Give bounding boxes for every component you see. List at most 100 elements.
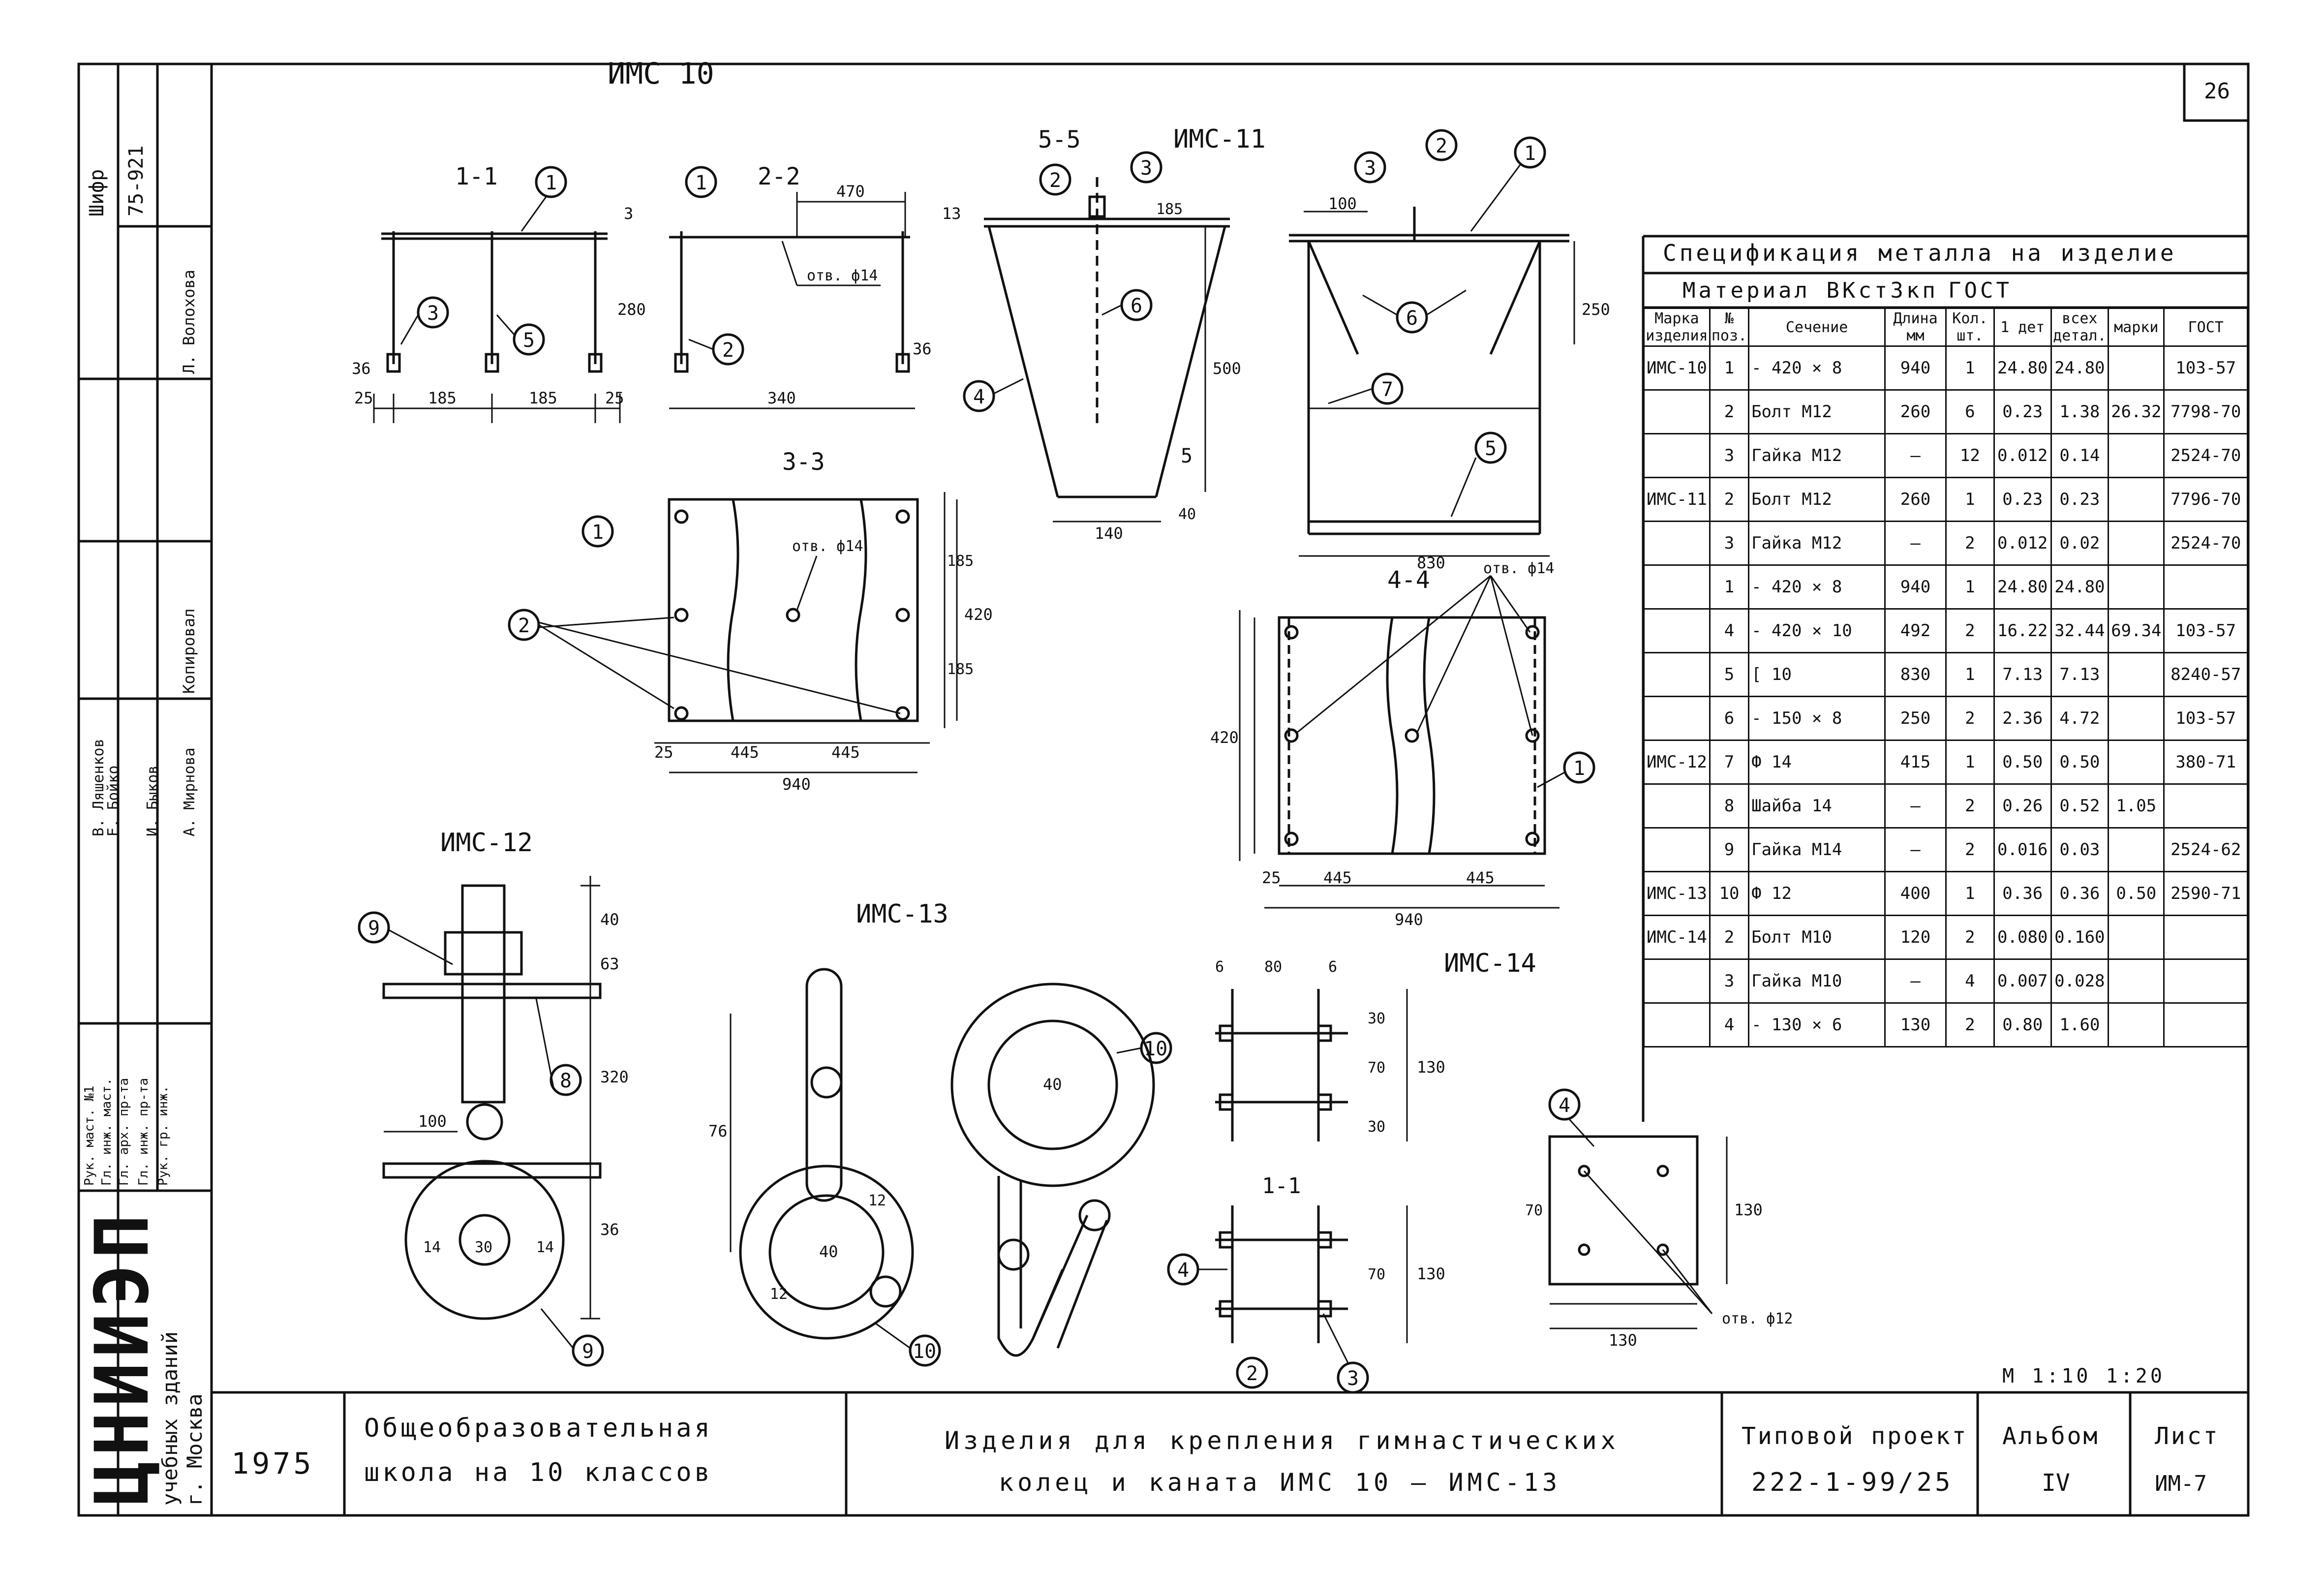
spec-cell-qty: 12: [1945, 433, 1995, 478]
spec-cell-gost: 7796-70: [2163, 477, 2248, 522]
org-logo: ЦНИИЭП: [80, 1209, 165, 1506]
spec-cell-mmark: [2108, 915, 2165, 960]
spec-cell-mmark: [2108, 345, 2165, 391]
project-number: 222-1-99/25: [1751, 1468, 1953, 1497]
spec-cell-pos: 3: [1709, 958, 1750, 1004]
dim-13: 13: [942, 204, 961, 223]
dim-185-left: 185: [428, 389, 457, 407]
spec-cell-len: 940: [1884, 564, 1947, 610]
spec-cell-qty: 2: [1945, 827, 1995, 872]
spec-cell-mmark: [2108, 827, 2165, 872]
callout-3c: 3: [1364, 157, 1376, 180]
dim-100-b: 100: [418, 1112, 447, 1131]
spec-cell-qty: 1: [1945, 477, 1995, 522]
dim-6-a: 6: [1215, 958, 1224, 976]
ims10-section-1-1: [373, 166, 621, 423]
dim-340: 340: [767, 389, 796, 407]
spec-cell-mmark: [2108, 739, 2165, 785]
dim-830: 830: [1417, 554, 1445, 572]
spec-head-pos: № поз.: [1709, 308, 1750, 347]
spec-cell-sec: Гайка М14: [1748, 827, 1886, 872]
dim-420-b: 420: [1210, 728, 1239, 747]
spec-cell-mall: 0.50: [2050, 739, 2110, 785]
spec-cell-gost: 103-57: [2163, 608, 2248, 653]
spec-cell-m1: 0.50: [1993, 739, 2052, 785]
spec-cell-sec: Шайба 14: [1748, 783, 1886, 829]
sheet-number: 26: [2204, 79, 2230, 104]
ims11-front-view-text: 3 2 1 6 7 5 100 830 250: [1328, 135, 1610, 572]
callout-4b: 4: [1177, 1259, 1189, 1282]
ims11-section-4-4-text: 4-4 отв. ф14 1 25 445 445 940 420: [1210, 560, 1585, 929]
spec-outline: [1642, 235, 2248, 1122]
spec-cell-gost: [2163, 564, 2248, 610]
dim-80: 80: [1264, 958, 1282, 976]
ims12-text: ИМС-12 9 8 9 40 63 320 36 100 14 30 14: [368, 828, 629, 1363]
spec-cell-mall: 0.02: [2050, 521, 2110, 566]
spec-cell-mmark: [2108, 652, 2165, 697]
spec-cell-sec: Гайка М10: [1748, 958, 1886, 1004]
spec-cell-qty: 1: [1945, 871, 1995, 916]
dim-420-a: 420: [964, 605, 993, 624]
spec-cell-mmark: 0.50: [2108, 871, 2165, 916]
spec-cell-pos: 2: [1709, 915, 1750, 960]
spec-cell-mmark: [2108, 433, 2165, 478]
spec-cell-mmark: [2108, 477, 2165, 522]
spec-cell-len: 130: [1884, 1002, 1947, 1047]
spec-cell-qty: 4: [1945, 958, 1995, 1004]
callout-4c: 4: [1559, 1094, 1570, 1117]
dim-40-c: 40: [819, 1242, 838, 1261]
spec-cell-m1: 0.080: [1993, 915, 2052, 960]
ims14-title: ИМС-14: [1444, 949, 1536, 978]
callout-9b: 9: [582, 1340, 594, 1363]
ims10-section-2-2: [669, 166, 915, 409]
spec-cell-qty: 2: [1945, 608, 1995, 653]
dim-25-c: 25: [654, 743, 673, 762]
spec-cell-len: 400: [1884, 871, 1947, 916]
spec-title: Спецификация металла на изделие: [1663, 240, 2177, 266]
ims13-title: ИМС-13: [856, 899, 948, 929]
spec-head-length: Длина мм: [1884, 308, 1947, 347]
callout-1d: 1: [1524, 142, 1536, 165]
dim-445-b: 445: [831, 743, 860, 762]
spec-cell-gost: 380-71: [2163, 739, 2248, 785]
spec-cell-pos: 1: [1709, 345, 1750, 391]
spec-cell-gost: 2524-62: [2163, 827, 2248, 872]
spec-cell-mark: [1643, 958, 1711, 1004]
dim-40-b: 40: [600, 910, 619, 929]
callout-10b: 10: [1144, 1038, 1167, 1060]
spec-cell-len: 260: [1884, 389, 1947, 434]
callout-10: 10: [913, 1340, 936, 1363]
spec-cell-mark: [1643, 564, 1711, 610]
signer-6-name: Л. Волохова: [180, 270, 198, 374]
spec-cell-mark: [1643, 783, 1711, 829]
spec-cell-sec: - 150 × 8: [1748, 696, 1886, 741]
dim-940-a: 940: [782, 775, 811, 794]
spec-cell-sec: Гайка М12: [1748, 521, 1886, 566]
dim-140: 140: [1095, 524, 1123, 543]
hole-note-4: отв. ф12: [1722, 1310, 1793, 1327]
spec-cell-qty: 2: [1945, 521, 1995, 566]
signer-1-name: В. Ляшенков: [90, 739, 107, 836]
spec-cell-m1: 7.13: [1993, 652, 2052, 697]
dim-130-a: 130: [1417, 1058, 1445, 1077]
ims13-view: [730, 968, 1172, 1367]
signer-3-role: Гл. арх. пр-та: [117, 1078, 131, 1186]
spec-cell-qty: 1: [1945, 652, 1995, 697]
spec-cell-len: 492: [1884, 608, 1947, 653]
dim-30-b: 30: [1368, 1118, 1385, 1136]
spec-cell-len: 940: [1884, 345, 1947, 391]
hole-note-2: отв. ф14: [792, 538, 863, 555]
year: 1975: [231, 1447, 314, 1481]
spec-head-qty: Кол. шт.: [1945, 308, 1995, 347]
album-label: Альбом: [2002, 1422, 2099, 1450]
spec-cell-qty: 2: [1945, 1002, 1995, 1047]
spec-cell-mmark: [2108, 564, 2165, 610]
